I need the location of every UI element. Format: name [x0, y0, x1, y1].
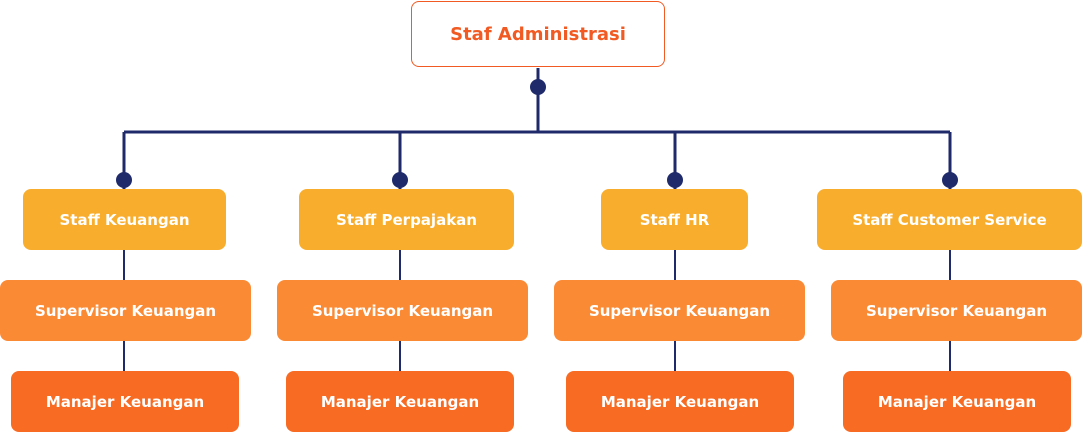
manager-node-label: Manajer Keuangan	[320, 392, 480, 411]
root-junction-dot	[530, 79, 546, 95]
junction-dot-col-2	[392, 172, 408, 188]
staff-node-col-2: Staff Perpajakan	[299, 189, 514, 250]
supervisor-node-label: Supervisor Keuangan	[311, 301, 494, 320]
staff-node-col-1: Staff Keuangan	[23, 189, 226, 250]
junction-dot-col-4	[942, 172, 958, 188]
staff-node-label: Staff Customer Service	[852, 210, 1047, 229]
manager-node-col-3: Manajer Keuangan	[566, 371, 794, 432]
manager-node-col-4: Manajer Keuangan	[843, 371, 1071, 432]
staff-node-label: Staff HR	[639, 210, 710, 229]
manager-node-col-2: Manajer Keuangan	[286, 371, 514, 432]
supervisor-node-col-2: Supervisor Keuangan	[277, 280, 528, 341]
staff-node-col-4: Staff Customer Service	[817, 189, 1082, 250]
root-node-label: Staf Administrasi	[450, 23, 626, 45]
supervisor-node-label: Supervisor Keuangan	[588, 301, 771, 320]
supervisor-node-col-4: Supervisor Keuangan	[831, 280, 1082, 341]
junction-dot-col-3	[667, 172, 683, 188]
staff-node-label: Staff Perpajakan	[336, 210, 477, 229]
supervisor-node-label: Supervisor Keuangan	[865, 301, 1048, 320]
staff-node-label: Staff Keuangan	[59, 210, 190, 229]
manager-node-label: Manajer Keuangan	[600, 392, 760, 411]
supervisor-node-label: Supervisor Keuangan	[34, 301, 217, 320]
manager-node-col-1: Manajer Keuangan	[11, 371, 239, 432]
supervisor-node-col-1: Supervisor Keuangan	[0, 280, 251, 341]
junction-dot-col-1	[116, 172, 132, 188]
manager-node-label: Manajer Keuangan	[45, 392, 205, 411]
supervisor-node-col-3: Supervisor Keuangan	[554, 280, 805, 341]
manager-node-label: Manajer Keuangan	[877, 392, 1037, 411]
staff-node-col-3: Staff HR	[601, 189, 748, 250]
root-node: Staf Administrasi	[411, 1, 665, 67]
